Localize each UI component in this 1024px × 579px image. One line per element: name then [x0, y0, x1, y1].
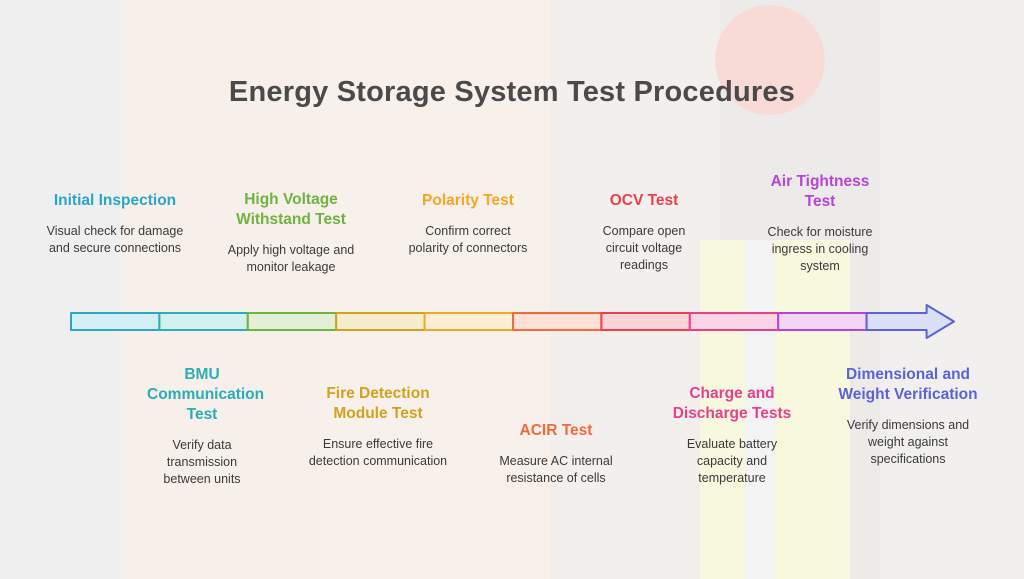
step-description: Verify dimensions and weight against spe… [846, 418, 970, 466]
step-description: Verify data transmission between units [163, 438, 241, 486]
step-description: Ensure effective fire detection communic… [308, 437, 448, 468]
timeline-segment-10 [865, 304, 955, 339]
timeline-segment-8 [688, 312, 780, 331]
page-title: Energy Storage System Test Procedures [228, 76, 796, 108]
step-title: Air Tightness Test [770, 173, 870, 210]
timeline-segment-5 [423, 312, 515, 331]
step-title: Dimensional and Weight Verification [838, 366, 978, 403]
step-title: Fire Detection Module Test [326, 385, 430, 422]
step-title: Charge and Discharge Tests [672, 385, 792, 422]
step-title: High Voltage Withstand Test [236, 191, 346, 228]
step-title: ACIR Test [519, 422, 593, 439]
step-description: Confirm correct polarity of connectors [408, 224, 528, 255]
step-description: Check for moisture ingress in cooling sy… [767, 225, 873, 273]
step-description: Compare open circuit voltage readings [602, 224, 686, 272]
timeline-segment-4 [335, 312, 426, 331]
step-title: OCV Test [609, 192, 679, 209]
step-title: Polarity Test [422, 192, 514, 209]
timeline-segment-3 [246, 312, 338, 331]
step-title: Initial Inspection [53, 192, 177, 209]
timeline-segment-1 [70, 312, 161, 331]
timeline-segment-9 [777, 312, 868, 331]
step-description: Apply high voltage and monitor leakage [227, 243, 355, 274]
step-description: Evaluate battery capacity and temperatur… [686, 437, 778, 485]
timeline-segment-6 [512, 312, 603, 331]
step-description: Measure AC internal resistance of cells [499, 454, 613, 485]
step-description: Visual check for damage and secure conne… [46, 224, 184, 255]
timeline-segment-7 [600, 312, 691, 331]
step-title: BMU Communication Test [147, 366, 265, 423]
timeline-segment-2 [158, 312, 249, 331]
